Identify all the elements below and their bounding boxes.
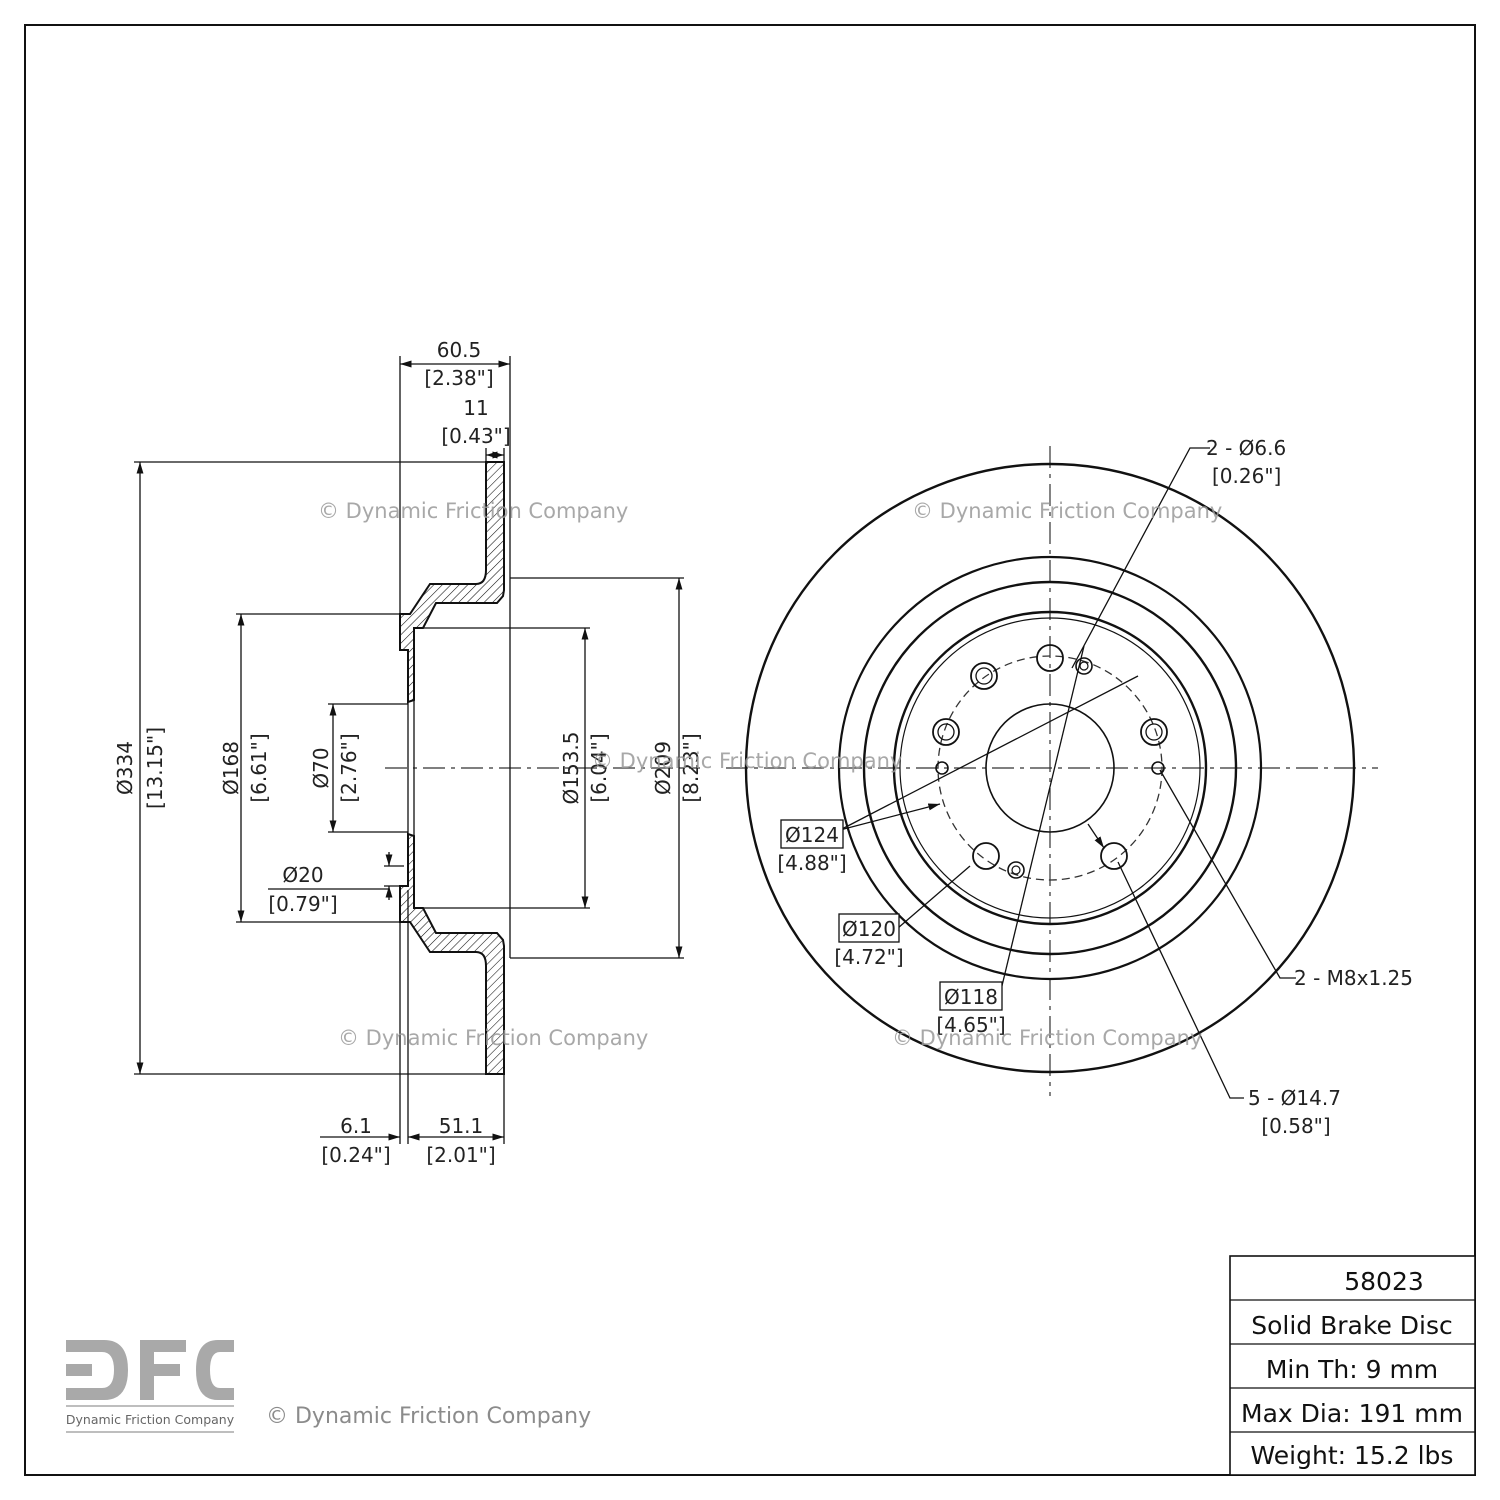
box-120 (838, 913, 900, 943)
logo-letter-c (196, 1340, 234, 1400)
dim-inner-drum-mm: Ø153.5 (559, 732, 583, 805)
dim-overall-height-mm: 60.5 (437, 338, 482, 362)
leader-small-holes (1071, 447, 1210, 669)
label-bolt-circle-118-mm: Ø118 (944, 985, 998, 1009)
counterbore (970, 662, 998, 690)
dim-hat-outer-in: [8.23"] (679, 733, 703, 802)
face-view: 2 - Ø6.6 [0.26"] Ø124 [4.88"] Ø120 [4.72… (726, 436, 1413, 1138)
center-bore (985, 703, 1115, 833)
dim-hat-flange-mm: 6.1 (340, 1114, 372, 1138)
small-hole (1079, 661, 1089, 671)
footer-copyright: © Dynamic Friction Company (266, 1404, 591, 1429)
label-small-holes-in: [0.26"] (1212, 464, 1281, 488)
label-lug-holes-in: [0.58"] (1261, 1114, 1330, 1138)
diameter-line-124 (839, 675, 1139, 831)
leader-124 (839, 803, 941, 831)
logo-letter-f (140, 1340, 186, 1400)
dim-hat-diameter-in: [6.61"] (247, 733, 271, 802)
title-block-frame (1229, 1255, 1476, 1476)
counterbore (1145, 723, 1163, 741)
counterbore (975, 667, 993, 685)
weight: Weight: 15.2 lbs (1251, 1441, 1454, 1470)
label-bolt-circle-120-in: [4.72"] (834, 945, 903, 969)
dim-offset-mm: 51.1 (439, 1114, 484, 1138)
label-threaded-holes: 2 - M8x1.25 (1294, 966, 1413, 990)
label-bolt-circle-124-in: [4.88"] (777, 851, 846, 875)
max-diameter: Max Dia: 191 mm (1241, 1399, 1463, 1428)
dim-thickness-in: [0.43"] (441, 424, 510, 448)
min-thickness: Min Th: 9 mm (1266, 1355, 1438, 1384)
leader-lug (1117, 861, 1244, 1099)
dim-center-bore-in: [2.76"] (337, 733, 361, 802)
hat-inner-edge-2 (899, 617, 1201, 919)
dim-hat-diameter-mm: Ø168 (219, 741, 243, 795)
leader-120 (897, 865, 971, 929)
label-bolt-circle-120-mm: Ø120 (842, 917, 896, 941)
counterbore (937, 723, 955, 741)
dim-outer-diameter-in: [13.15"] (143, 727, 167, 809)
box-118 (939, 981, 1003, 1011)
lug-hole (1036, 644, 1064, 672)
lug-hole (932, 718, 960, 746)
small-hole (1007, 861, 1025, 879)
dim-pilot-mm: Ø20 (282, 863, 323, 887)
lug-hole (972, 842, 1000, 870)
drawing-border (24, 24, 1476, 1476)
dim-thickness-mm: 11 (463, 396, 488, 420)
hat-step-edge (862, 580, 1238, 956)
small-hole (1011, 865, 1021, 875)
threaded-hole (1151, 761, 1165, 775)
label-lug-holes-mm: 5 - Ø14.7 (1248, 1086, 1341, 1110)
watermark: © Dynamic Friction Company (592, 749, 902, 773)
logo-caption: Dynamic Friction Company (66, 1412, 235, 1427)
leader-118 (999, 645, 1085, 995)
dim-center-bore-mm: Ø70 (309, 747, 333, 788)
logo-letter-d (66, 1340, 128, 1400)
label-bolt-circle-118-in: [4.65"] (936, 1013, 1005, 1037)
lug-hole (1100, 842, 1128, 870)
watermark: © Dynamic Friction Company (912, 499, 1222, 523)
dim-offset-in: [2.01"] (426, 1143, 495, 1167)
logo-bar (66, 1364, 92, 1376)
dim-hat-outer-mm: Ø209 (651, 741, 675, 795)
dim-inner-drum-in: [6.04"] (587, 733, 611, 802)
watermark: © Dynamic Friction Company (338, 1026, 648, 1050)
part-number: 58023 (1344, 1267, 1424, 1296)
hat-outer-edge (837, 555, 1263, 981)
section-profile-lower (399, 832, 505, 1075)
leader-threaded (1159, 769, 1296, 979)
lug-hole (1140, 718, 1168, 746)
threaded-hole (935, 761, 949, 775)
watermark: © Dynamic Friction Company (318, 499, 628, 523)
leader-lug-pc (1087, 823, 1105, 849)
disc-outer-edge (744, 462, 1356, 1074)
dim-hat-flange-in: [0.24"] (321, 1143, 390, 1167)
box-124 (780, 819, 844, 849)
small-hole (1075, 657, 1093, 675)
title-block: 58023 Solid Brake Disc Min Th: 9 mm Max … (1229, 1255, 1476, 1476)
dim-pilot-in: [0.79"] (268, 892, 337, 916)
dfc-logo (66, 1340, 234, 1433)
watermark: © Dynamic Friction Company (892, 1026, 1202, 1050)
dim-outer-diameter-mm: Ø334 (113, 741, 137, 795)
bolt-circle (937, 655, 1163, 881)
section-view: 60.5 [2.38"] 11 [0.43"] Ø334 [13.15"] Ø1… (113, 338, 703, 1167)
section-profile-upper (399, 461, 505, 704)
hat-inner-edge (892, 610, 1208, 926)
part-description: Solid Brake Disc (1251, 1311, 1453, 1340)
dim-overall-height-in: [2.38"] (424, 366, 493, 390)
label-small-holes-mm: 2 - Ø6.6 (1206, 436, 1286, 460)
label-bolt-circle-124-mm: Ø124 (785, 823, 839, 847)
